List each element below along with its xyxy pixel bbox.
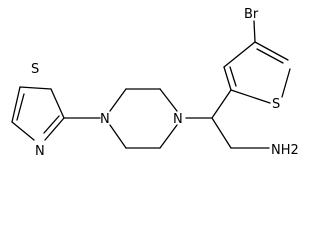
bond bbox=[223, 41, 256, 68]
thiazole-ring bbox=[11, 86, 65, 141]
piperazine-ring bbox=[109, 88, 178, 149]
bond bbox=[230, 89, 271, 104]
atom-label-thiophene-sulfur: S bbox=[272, 97, 280, 112]
atom-label-thiazole-sulfur: S bbox=[31, 62, 39, 77]
bond bbox=[50, 88, 65, 119]
bond-double-inner bbox=[229, 66, 237, 87]
bond bbox=[11, 86, 21, 123]
bond bbox=[253, 20, 256, 43]
atom-label-piperazine-nitrogen-right: N bbox=[173, 112, 183, 127]
atom-label-thiazole-nitrogen: N bbox=[35, 144, 45, 159]
bond bbox=[44, 117, 65, 141]
bond bbox=[159, 124, 178, 149]
bond bbox=[254, 41, 289, 61]
atom-label-piperazine-nitrogen-left: N bbox=[100, 112, 110, 127]
atom-label-amine: NH2 bbox=[271, 143, 299, 158]
bond bbox=[109, 124, 127, 149]
bond bbox=[281, 68, 291, 98]
bond bbox=[211, 89, 232, 119]
bond bbox=[211, 117, 232, 149]
molecule-svg: Br S S N N N NH2 bbox=[11, 7, 299, 159]
bond-double-inner bbox=[16, 93, 25, 121]
bond bbox=[159, 88, 178, 112]
thiophene-ring bbox=[223, 41, 291, 104]
structure-diagram: Br S S N N N NH2 bbox=[11, 7, 299, 159]
bond bbox=[109, 88, 127, 112]
bond bbox=[11, 121, 35, 141]
bond bbox=[19, 86, 52, 90]
bond bbox=[223, 66, 232, 91]
atom-label-bromine: Br bbox=[244, 7, 259, 22]
bond-double-inner bbox=[256, 48, 284, 64]
bond-double-inner bbox=[43, 115, 60, 134]
